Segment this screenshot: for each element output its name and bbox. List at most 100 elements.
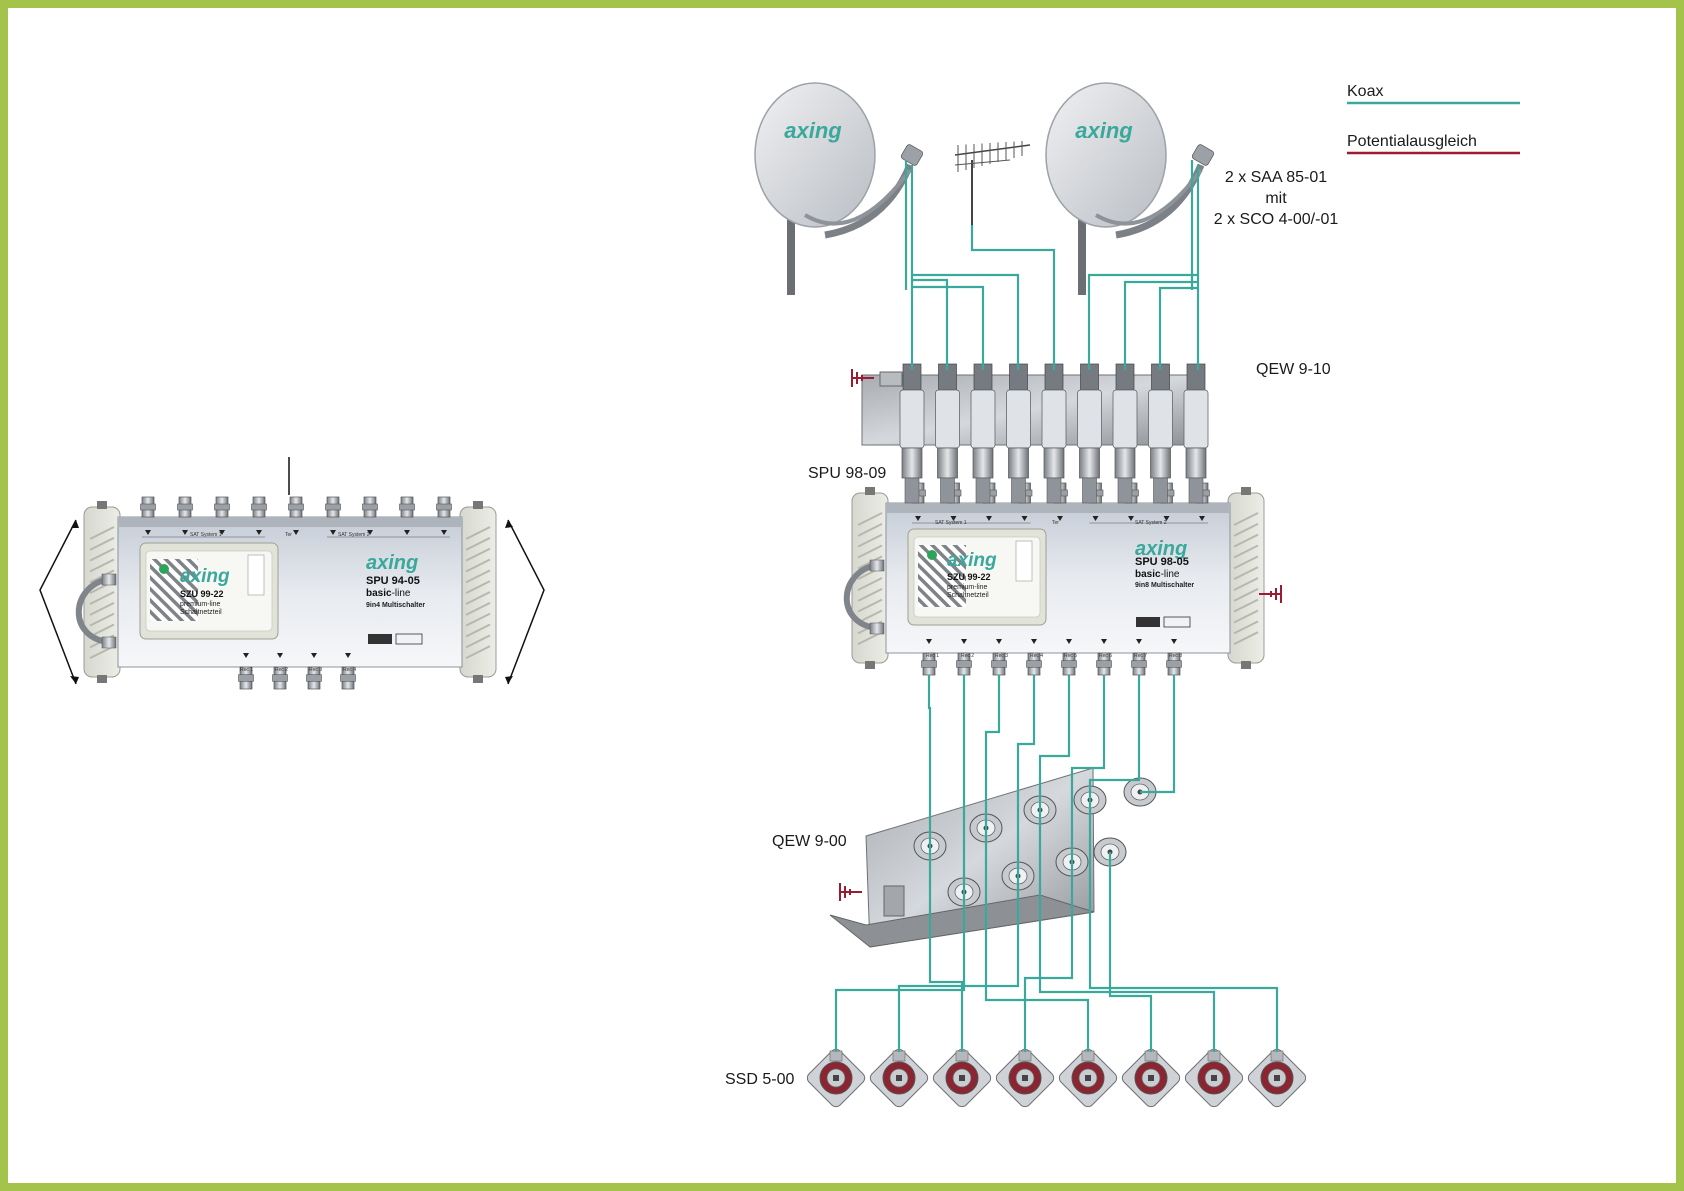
coax-socket-6 xyxy=(1108,852,1153,1052)
surge-module-8 xyxy=(1148,363,1173,504)
dish-label-line1: 2 x SAA 85-01 xyxy=(1225,169,1327,186)
left-unit-annotation xyxy=(39,457,545,685)
ground-block-qew-9-00 xyxy=(829,767,1157,948)
right-unit-line-b: -line xyxy=(1161,569,1180,580)
surge-module-4 xyxy=(1006,363,1031,504)
dish-label-line2: mit xyxy=(1265,190,1287,207)
right-output-8: Rec 8 xyxy=(1169,653,1182,659)
left-unit-model: SPU 94-05 xyxy=(366,575,420,587)
left-psu-line1: premium-line xyxy=(180,601,221,608)
lnb xyxy=(1191,144,1215,166)
ground-symbol-qew-9-10 xyxy=(851,369,874,387)
unit-top-rail xyxy=(886,503,1230,513)
surge-module-5 xyxy=(1041,363,1067,504)
dish-left xyxy=(754,82,924,295)
qew-9-00-label: QEW 9-00 xyxy=(772,833,847,850)
output-connector-6 xyxy=(1096,652,1112,676)
left-output-2: Rec 2 xyxy=(275,667,288,673)
ground-symbol-qew-9-00 xyxy=(839,883,862,901)
wall-socket-2 xyxy=(869,1048,929,1108)
left-ter-label: Ter xyxy=(285,532,292,538)
ground-plate-foot xyxy=(829,894,1095,948)
input-connector-9 xyxy=(436,496,452,518)
coax-output-1 xyxy=(927,675,932,846)
right-unit-line-a: basic xyxy=(1135,569,1161,580)
svg-text:basic-line: basic-line xyxy=(1135,569,1180,580)
legend-lines xyxy=(1347,101,1520,155)
right-output-6: Rec 6 xyxy=(1099,653,1112,659)
wall-socket-5 xyxy=(1058,1048,1118,1108)
dish-right xyxy=(1045,82,1215,295)
loop-cable xyxy=(843,562,877,631)
input-connector-5 xyxy=(288,496,304,518)
left-output-3: Rec 3 xyxy=(309,667,322,673)
coax-terrestrial xyxy=(970,225,1056,370)
right-output-3: Rec 3 xyxy=(995,653,1008,659)
coax-output-4 xyxy=(1016,675,1036,876)
coax-cables xyxy=(834,160,1279,1052)
coax-socket-7 xyxy=(1038,810,1216,1052)
left-sat2-label: SAT System 2 xyxy=(338,532,370,538)
unit-top-rail xyxy=(118,517,462,527)
input-connector-4 xyxy=(251,496,267,518)
surge-module-3 xyxy=(970,363,996,504)
legend-koax-label: Koax xyxy=(1347,83,1383,100)
surge-module-9 xyxy=(1183,363,1209,504)
dish-reflector xyxy=(1045,82,1167,228)
right-output-2: Rec 2 xyxy=(961,653,974,659)
ssd-5-00-label: SSD 5-00 xyxy=(725,1071,794,1088)
certification-badge xyxy=(1136,617,1160,627)
wall-socket-4 xyxy=(995,1048,1055,1108)
spu-98-09-label: SPU 98-09 xyxy=(808,465,886,482)
loop-cable xyxy=(75,576,109,645)
left-psu-line2: Schaltnetzteil xyxy=(180,609,222,616)
input-connector-8 xyxy=(399,496,415,518)
wall-socket-1 xyxy=(806,1048,866,1108)
power-led xyxy=(159,564,169,574)
right-output-7: Rec 7 xyxy=(1134,653,1147,659)
input-connector-3 xyxy=(214,496,230,518)
right-sat1-label: SAT System 1 xyxy=(935,520,967,526)
coax-output-6 xyxy=(1070,675,1106,862)
surge-module-6 xyxy=(1077,363,1102,504)
right-psu-model: SZU 99-22 xyxy=(947,572,991,582)
left-unit-line-b: -line xyxy=(392,588,411,599)
left-unit-desc: 9in4 Multischalter xyxy=(366,602,425,609)
right-unit-model: SPU 98-05 xyxy=(1135,556,1189,568)
coax-output-3 xyxy=(984,675,1001,828)
left-output-1: Rec 1 xyxy=(240,667,253,673)
output-connector-5 xyxy=(1061,652,1077,676)
right-psu-line1: premium-line xyxy=(947,584,988,591)
input-connector-7 xyxy=(362,496,378,518)
output-connector-3 xyxy=(991,652,1007,676)
coax-socket-2 xyxy=(897,876,1020,1052)
dish-left-brand: axing xyxy=(784,118,842,143)
right-unit-desc: 9in8 Multischalter xyxy=(1135,582,1194,589)
lnb xyxy=(900,144,924,166)
output-connector-3 xyxy=(306,666,322,690)
coax-output-7 xyxy=(1088,675,1141,800)
output-connector-1 xyxy=(238,666,254,690)
wall-socket-7 xyxy=(1184,1048,1244,1108)
dish-reflector xyxy=(754,82,876,228)
wall-socket-8 xyxy=(1247,1048,1307,1108)
coax-output-5 xyxy=(1038,675,1071,810)
ground-symbol-multiswitch xyxy=(1259,585,1282,603)
right-sat2-label: SAT System 2 xyxy=(1135,520,1167,526)
surge-module-2 xyxy=(935,363,960,504)
coax-socket-8 xyxy=(1088,800,1279,1052)
mount-clamp-right xyxy=(459,501,497,683)
input-connector-6 xyxy=(325,496,341,518)
antenna-boom xyxy=(954,144,1031,156)
coax-dish-left-4 xyxy=(912,273,1020,370)
left-psu-model: SZU 99-22 xyxy=(180,589,224,599)
coax-dish-right-6 xyxy=(1087,273,1198,370)
left-psu-brand: axing xyxy=(180,566,230,587)
coax-dish-right-7 xyxy=(1123,280,1198,370)
ground-block-qew-9-10 xyxy=(861,363,1209,504)
vent-grille xyxy=(918,545,966,607)
left-unit-line-a: basic xyxy=(366,588,392,599)
output-connector-8 xyxy=(1166,652,1182,676)
coax-socket-3 xyxy=(928,846,964,1052)
output-connector-4 xyxy=(340,666,356,690)
